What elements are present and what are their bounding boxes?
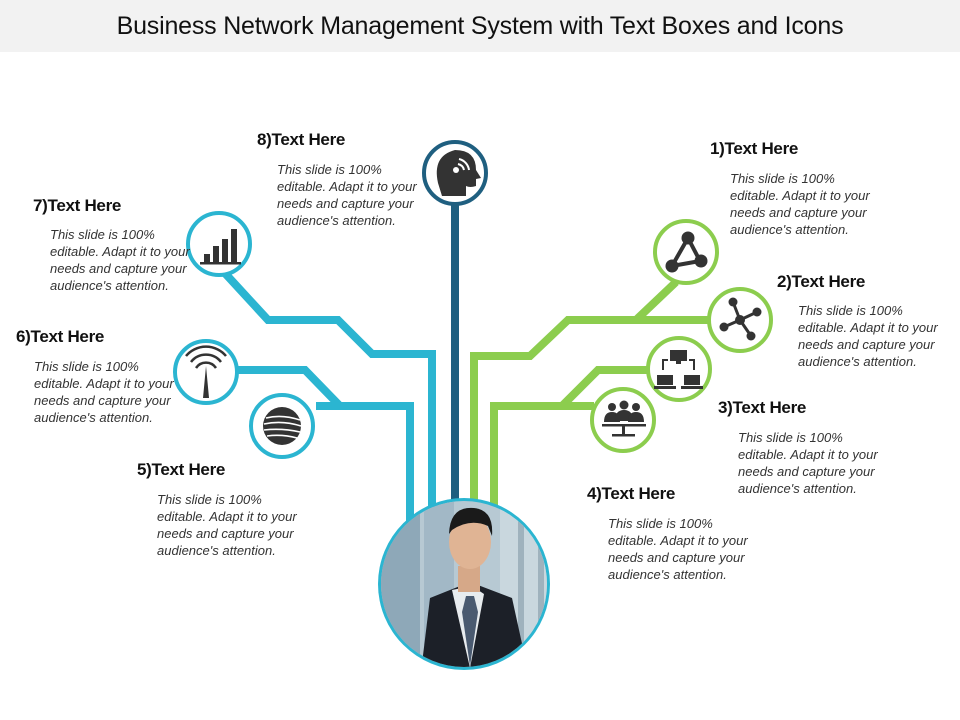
item-2-heading: 2)Text Here bbox=[777, 272, 866, 291]
item-7-heading: 7)Text Here bbox=[33, 196, 122, 215]
connector-line-7 bbox=[219, 267, 436, 508]
fiber-optic-icon bbox=[263, 407, 302, 445]
title-bar bbox=[0, 0, 960, 52]
item-8-text: This slide is 100% editable. Adapt it to… bbox=[277, 162, 417, 228]
icon-node-1 bbox=[653, 219, 719, 285]
item-1-text: This slide is 100% editable. Adapt it to… bbox=[730, 171, 870, 237]
triangle-network-icon bbox=[665, 231, 708, 273]
icon-node-8 bbox=[422, 140, 488, 206]
item-4-text: This slide is 100% editable. Adapt it to… bbox=[608, 516, 748, 582]
computer-network-icon bbox=[654, 350, 703, 389]
antenna-signal-icon bbox=[185, 345, 227, 398]
icon-node-3 bbox=[646, 336, 712, 402]
head-signal-icon bbox=[436, 150, 481, 196]
icon-node-4 bbox=[590, 387, 656, 453]
item-7-text: This slide is 100% editable. Adapt it to… bbox=[50, 227, 190, 293]
icon-node-5 bbox=[249, 393, 315, 459]
item-3-text: This slide is 100% editable. Adapt it to… bbox=[738, 430, 878, 496]
item-4-heading: 4)Text Here bbox=[587, 484, 676, 503]
team-meeting-icon bbox=[602, 400, 646, 437]
icon-node-7 bbox=[186, 211, 252, 277]
connector-line-2 bbox=[470, 316, 710, 505]
item-2-text: This slide is 100% editable. Adapt it to… bbox=[798, 303, 938, 369]
item-6-text: This slide is 100% editable. Adapt it to… bbox=[34, 359, 174, 425]
businessman-photo bbox=[378, 498, 550, 670]
item-5-text: This slide is 100% editable. Adapt it to… bbox=[157, 492, 297, 558]
item-3-heading: 3)Text Here bbox=[718, 398, 807, 417]
connector-line-1 bbox=[633, 279, 679, 323]
item-8-heading: 8)Text Here bbox=[257, 130, 346, 149]
item-6-heading: 6)Text Here bbox=[16, 327, 105, 346]
icon-node-6 bbox=[173, 339, 239, 405]
item-1-heading: 1)Text Here bbox=[710, 139, 799, 158]
bar-chart-icon bbox=[200, 229, 241, 265]
page-title: Business Network Management System with … bbox=[116, 12, 844, 40]
item-5-heading: 5)Text Here bbox=[137, 460, 226, 479]
icon-node-2 bbox=[707, 287, 773, 353]
hub-network-icon bbox=[719, 297, 762, 341]
